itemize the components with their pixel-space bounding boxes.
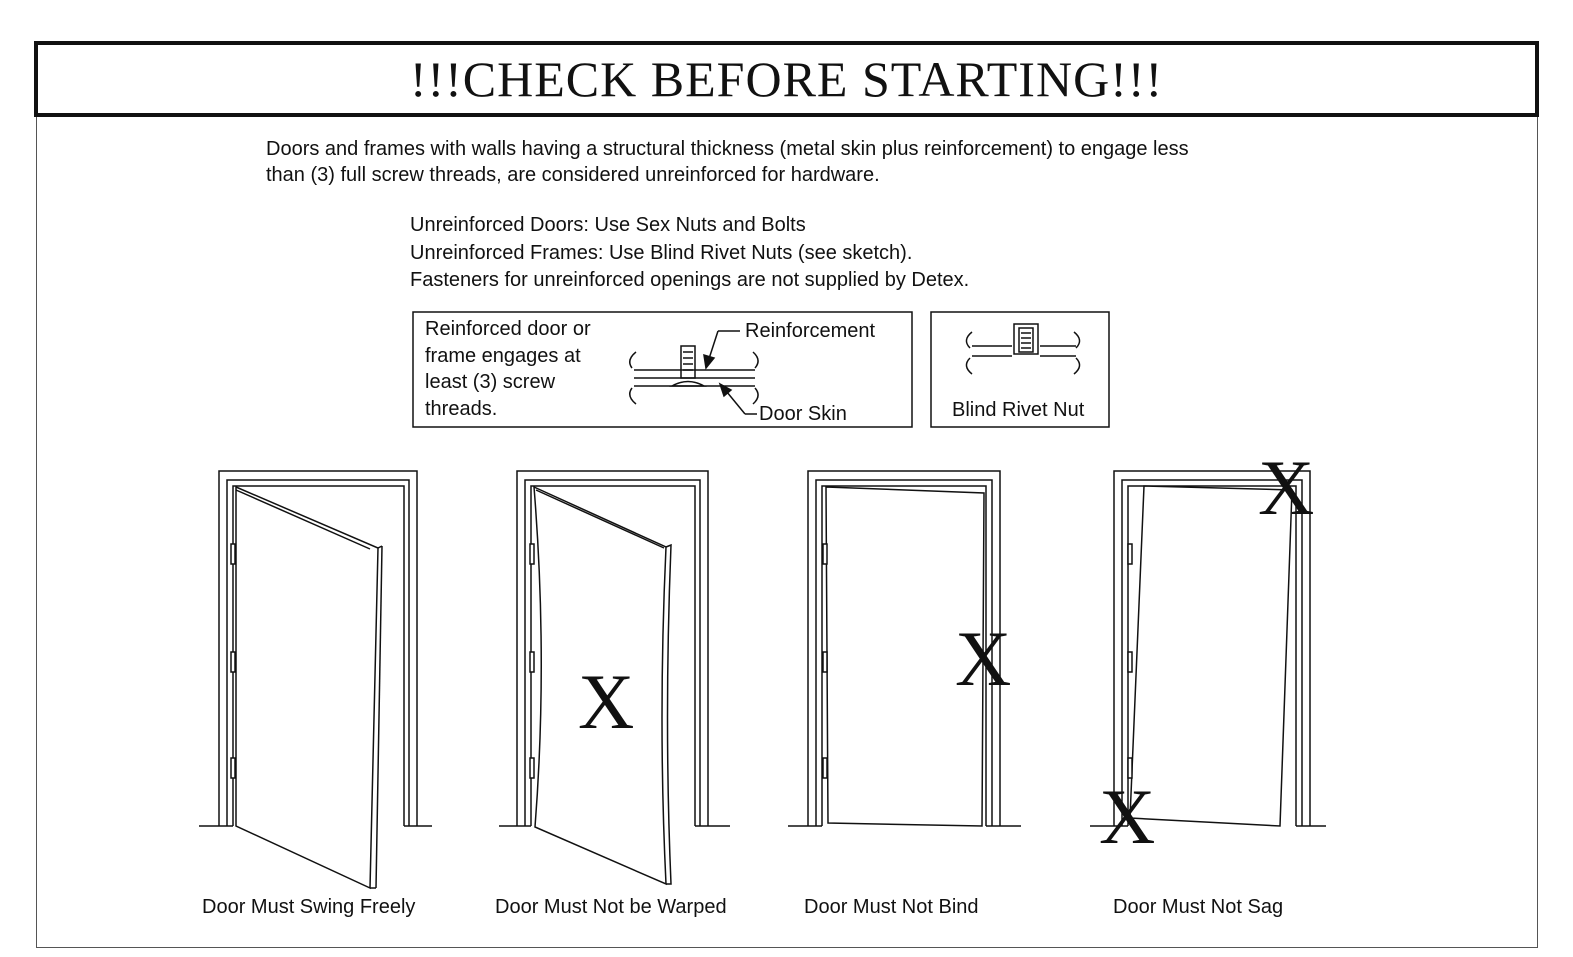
x-mark-bind: X <box>955 615 1011 702</box>
caption-not-bind: Door Must Not Bind <box>804 896 979 918</box>
door-sag <box>1090 470 1326 827</box>
page-title: !!!CHECK BEFORE STARTING!!! <box>409 51 1164 107</box>
intro-paragraph: Doors and frames with walls having a str… <box>266 136 1346 188</box>
door-swing-freely <box>199 470 432 890</box>
screw-sketch <box>629 330 759 415</box>
note-line: Unreinforced Doors: Use Sex Nuts and Bol… <box>410 214 806 236</box>
reinforcement-label: Reinforcement <box>745 320 876 342</box>
title-banner: !!!CHECK BEFORE STARTING!!! <box>34 41 1539 117</box>
reinforced-line: frame engages at <box>425 344 581 367</box>
caption-not-sag: Door Must Not Sag <box>1113 896 1284 918</box>
rivet-sketch <box>965 323 1081 375</box>
reinforced-line: Reinforced door or <box>425 318 591 340</box>
intro-line: Doors and frames with walls having a str… <box>266 138 1189 160</box>
intro-line: than (3) full screw threads, are conside… <box>266 164 880 186</box>
blind-rivet-nut-label: Blind Rivet Nut <box>952 399 1085 421</box>
door-bind <box>788 470 1021 827</box>
reinforced-line: threads. <box>425 397 498 420</box>
note-line: Fasteners for unreinforced openings are … <box>410 269 970 291</box>
reinforced-description: Reinforced door or frame engages at leas… <box>425 316 591 422</box>
x-mark-sag-top: X <box>1258 444 1314 531</box>
fastener-notes: Unreinforced Doors: Use Sex Nuts and Bol… <box>410 212 969 295</box>
reinforced-line: least (3) screw <box>425 371 556 393</box>
reinforced-box <box>412 311 913 428</box>
door-skin-label: Door Skin <box>759 403 847 425</box>
caption-not-warped: Door Must Not be Warped <box>495 896 727 918</box>
x-mark-warped: X <box>578 658 634 745</box>
note-line: Unreinforced Frames: Use Blind Rivet Nut… <box>410 241 913 264</box>
door-warped <box>499 470 730 886</box>
caption-swing-freely: Door Must Swing Freely <box>202 896 416 918</box>
x-mark-sag-bottom: X <box>1099 773 1155 860</box>
rivet-box <box>930 311 1110 428</box>
